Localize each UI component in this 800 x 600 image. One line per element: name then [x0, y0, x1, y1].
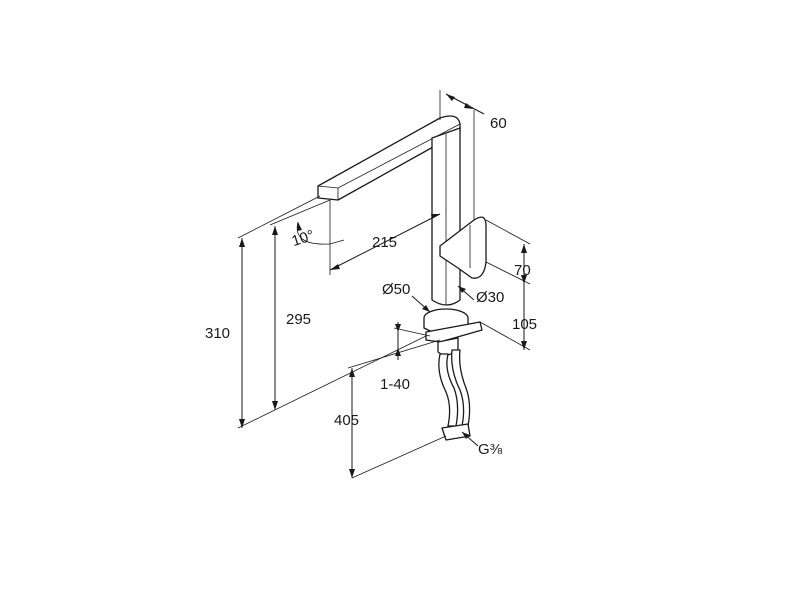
label-hose-length: 405	[334, 412, 359, 429]
label-spout-height: 295	[286, 311, 311, 328]
label-counter-thickness: 1-40	[380, 376, 410, 393]
faucet-outline	[317, 115, 487, 441]
dimension-lines	[237, 90, 531, 479]
label-spout-length: 215	[372, 234, 397, 251]
label-connection-thread: G⅜	[478, 441, 503, 458]
label-total-height: 310	[205, 325, 230, 342]
label-handle-height: 70	[514, 262, 531, 279]
label-lever-diameter: Ø30	[476, 289, 504, 306]
label-spout-angle: 10°	[290, 227, 317, 250]
label-depth-top: 60	[490, 115, 507, 132]
label-base-to-handle: 105	[512, 316, 537, 333]
label-body-diameter: Ø50	[382, 281, 410, 298]
